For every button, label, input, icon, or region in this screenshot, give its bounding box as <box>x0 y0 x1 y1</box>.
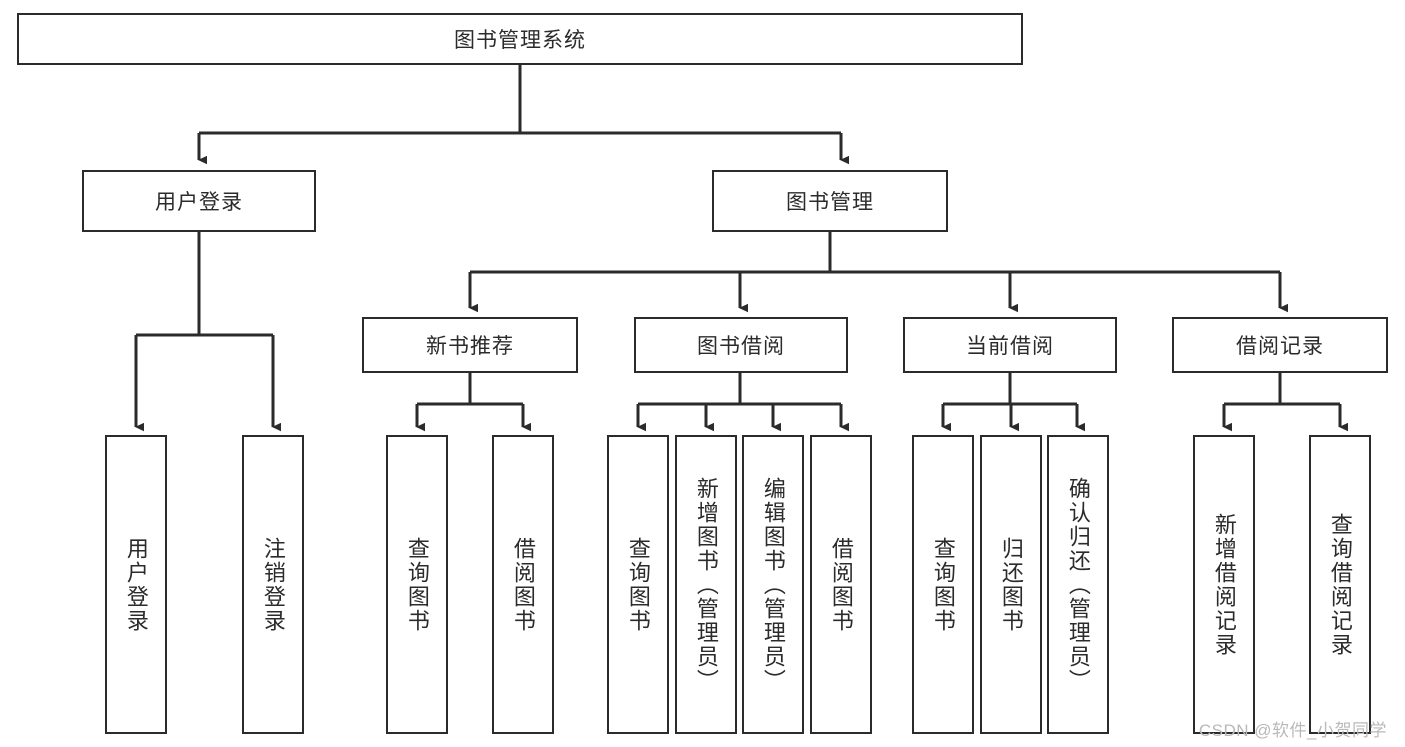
node-label: 查询借阅记录 <box>1327 512 1353 657</box>
node-label: 新增图书（管理员） <box>693 476 719 693</box>
leaf-borrow-book-recommend[interactable]: 借阅图书 <box>492 435 554 734</box>
node-label: 用户登录 <box>155 191 243 214</box>
node-label: 图书管理系统 <box>454 29 586 52</box>
node-new-book-recommend[interactable]: 新书推荐 <box>362 317 578 373</box>
node-book-borrow[interactable]: 图书借阅 <box>634 317 848 373</box>
leaf-user-login[interactable]: 用户登录 <box>105 435 167 734</box>
node-label: 查询图书 <box>930 536 956 633</box>
leaf-add-book-admin[interactable]: 新增图书（管理员） <box>675 435 737 734</box>
leaf-edit-book-admin[interactable]: 编辑图书（管理员） <box>742 435 804 734</box>
node-label: 用户登录 <box>123 536 149 633</box>
leaf-add-borrow-record[interactable]: 新增借阅记录 <box>1193 435 1255 734</box>
leaf-query-book-borrow[interactable]: 查询图书 <box>607 435 669 734</box>
leaf-borrow-book[interactable]: 借阅图书 <box>810 435 872 734</box>
node-label: 图书借阅 <box>697 335 785 358</box>
leaf-logout[interactable]: 注销登录 <box>242 435 304 734</box>
node-root-library-system[interactable]: 图书管理系统 <box>17 13 1023 65</box>
edges-newbook-to-leaves <box>415 373 531 432</box>
edges-currentborrow-to-leaves <box>941 373 1085 432</box>
edges-borrowrecord-to-leaves <box>1222 373 1348 432</box>
edges-bookmgmt-to-level3 <box>468 232 1288 313</box>
node-current-borrow[interactable]: 当前借阅 <box>903 317 1117 373</box>
node-label: 借阅图书 <box>828 536 854 633</box>
leaf-return-book[interactable]: 归还图书 <box>980 435 1042 734</box>
node-label: 归还图书 <box>998 536 1024 633</box>
node-label: 注销登录 <box>260 536 286 633</box>
node-label: 查询图书 <box>404 536 430 633</box>
node-label: 新增借阅记录 <box>1211 512 1237 657</box>
node-label: 新书推荐 <box>426 335 514 358</box>
leaf-confirm-return-admin[interactable]: 确认归还（管理员） <box>1047 435 1109 734</box>
leaf-query-book-recommend[interactable]: 查询图书 <box>386 435 448 734</box>
node-user-login[interactable]: 用户登录 <box>82 170 316 232</box>
node-label: 当前借阅 <box>966 335 1054 358</box>
edges-userlogin-to-leaves <box>134 232 281 432</box>
node-book-management[interactable]: 图书管理 <box>712 170 948 232</box>
node-label: 编辑图书（管理员） <box>760 476 786 693</box>
edges-bookborrow-to-leaves <box>636 373 849 432</box>
node-label: 查询图书 <box>625 536 651 633</box>
leaf-query-borrow-record[interactable]: 查询借阅记录 <box>1309 435 1371 734</box>
node-label: 确认归还（管理员） <box>1065 476 1091 693</box>
node-borrow-record[interactable]: 借阅记录 <box>1172 317 1388 373</box>
node-label: 借阅图书 <box>510 536 536 633</box>
node-label: 借阅记录 <box>1236 335 1324 358</box>
node-label: 图书管理 <box>786 191 874 214</box>
edges-root-to-level2 <box>197 65 849 165</box>
leaf-query-book-current[interactable]: 查询图书 <box>912 435 974 734</box>
